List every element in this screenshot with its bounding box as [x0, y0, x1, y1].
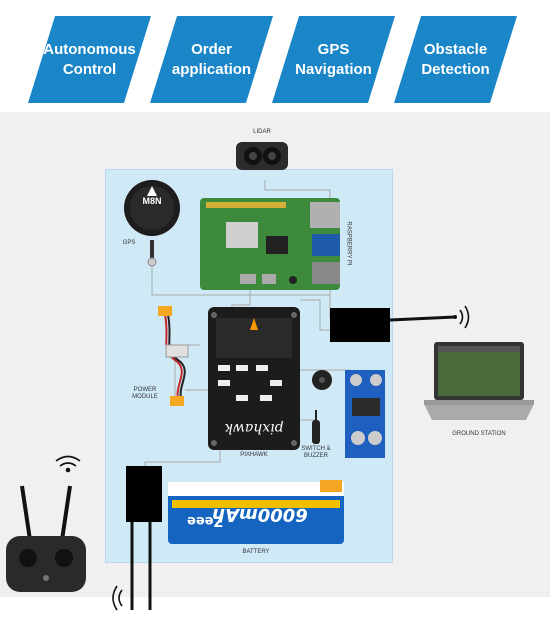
label-gps: GPS	[122, 240, 136, 246]
switch-icon	[312, 410, 320, 444]
battery-brand-text: Zeee	[187, 513, 223, 528]
transmitter-signal-icon	[55, 455, 81, 473]
label-lidar: LIDAR	[253, 129, 271, 135]
wire-power-black	[167, 314, 186, 399]
wire-pixhawk-telemetry	[300, 299, 330, 331]
label-raspberry-pi: RASPBERRY PI	[345, 221, 352, 266]
telemetry-radio-icon	[330, 308, 457, 342]
laptop-icon	[424, 342, 534, 420]
label-switch-buzzer: SWITCH & BUZZER	[301, 446, 331, 459]
gps-module-icon	[124, 180, 180, 267]
pixhawk-icon	[208, 307, 300, 450]
buzzer-icon	[312, 370, 332, 390]
receiver-signal-icon	[112, 585, 123, 611]
telemetry-signal-icon	[459, 305, 470, 329]
battery-capacity-text: 6000mAh	[212, 504, 308, 525]
gps-unit-text: M8N	[142, 196, 162, 206]
label-pixhawk: PIXHAWK	[240, 452, 268, 458]
power-module-icon	[158, 306, 189, 406]
label-battery: BATTERY	[242, 549, 270, 555]
pixhawk-brand-text: pixhawk	[224, 420, 283, 436]
wire-gps-pixhawk	[151, 265, 331, 318]
lidar-icon	[236, 142, 288, 170]
raspberry-pi-icon	[200, 198, 340, 290]
converter-board-icon	[345, 370, 385, 458]
rc-transmitter-icon	[6, 485, 86, 592]
battery-icon	[168, 480, 344, 544]
wire-power-red	[164, 314, 183, 399]
feature-banner: Autonomous Control Order application GPS…	[0, 0, 550, 112]
label-power-module: POWER MODULE	[132, 387, 158, 400]
label-ground-station: GROUND STATION	[452, 431, 506, 437]
receiver-icon	[126, 466, 162, 610]
